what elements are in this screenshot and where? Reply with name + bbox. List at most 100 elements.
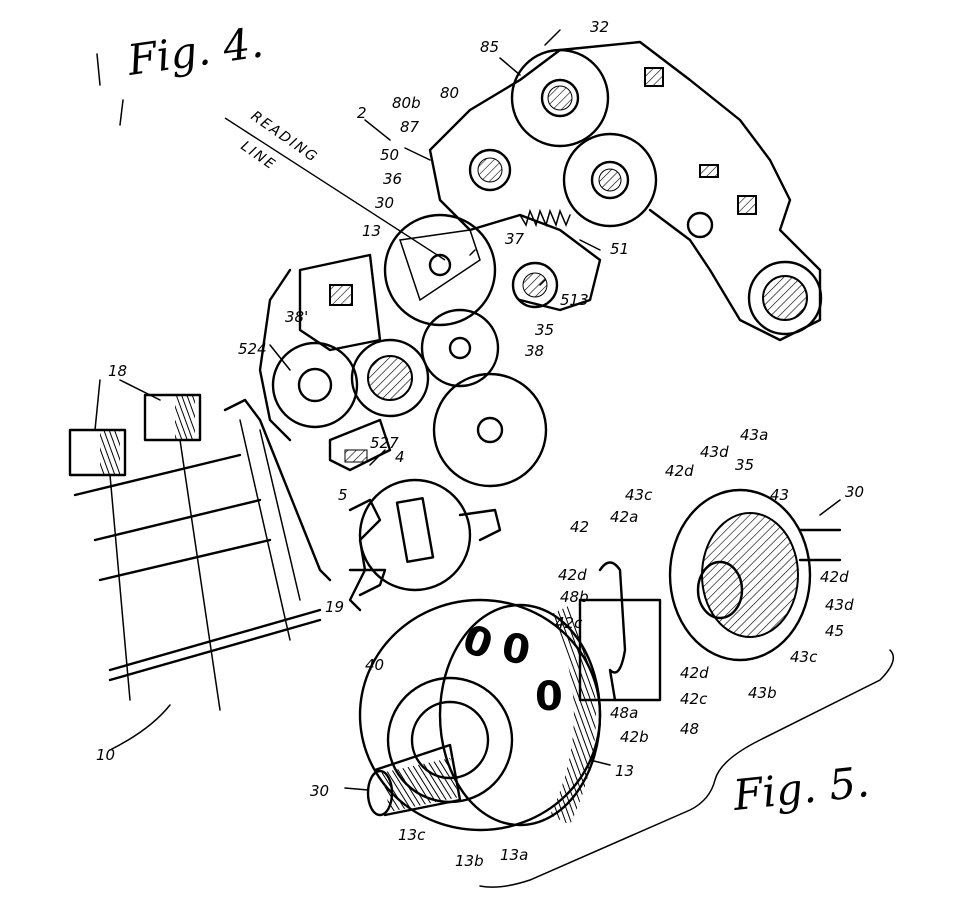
label-48: 48	[680, 720, 699, 738]
label-35b: 35	[735, 456, 754, 474]
label-30c: 30	[310, 782, 329, 800]
arm-end-knurl	[747, 260, 823, 336]
label-35a: 35	[535, 321, 554, 339]
label-524: 524	[238, 340, 267, 358]
pawl-19	[348, 568, 387, 597]
frame-plate	[428, 48, 602, 312]
label-50: 50	[380, 146, 399, 164]
dial-digit-2: 0	[498, 625, 533, 675]
label-19: 19	[325, 598, 344, 616]
label-43b: 43b	[748, 684, 777, 702]
label-42d-1: 42d	[558, 566, 587, 584]
label-43d-2: 43d	[825, 596, 854, 614]
dial-digit-1: 0	[457, 616, 499, 669]
label-42d-4: 42d	[680, 664, 709, 682]
disc-4-key	[395, 496, 435, 564]
label-32: 32	[590, 18, 609, 36]
lever-arm	[558, 40, 822, 342]
housing-wall	[258, 268, 292, 442]
label-43: 43	[770, 486, 789, 504]
label-513: 513	[560, 291, 589, 309]
shaft-30	[366, 743, 462, 817]
label-51: 51	[610, 240, 629, 258]
gear-32	[510, 48, 610, 148]
label-13-mid: 13	[615, 762, 634, 780]
gear-524	[271, 341, 359, 429]
label-48a: 48a	[610, 704, 638, 722]
disc-4	[358, 478, 472, 592]
label-42d-2: 42d	[665, 462, 694, 480]
label-43c-1: 43c	[625, 486, 653, 504]
label-37: 37	[505, 230, 525, 248]
fig4-title: Fig. 4.	[124, 17, 267, 85]
label-527: 527	[370, 434, 399, 452]
arm-slot-3	[699, 164, 719, 178]
arm-slot-1	[644, 67, 664, 87]
gear-527	[350, 338, 430, 418]
channel-housing	[298, 253, 382, 352]
arm-end-hub	[762, 275, 808, 321]
label-4: 4	[395, 448, 405, 466]
label-87: 87	[400, 118, 420, 136]
label-80: 80	[440, 84, 459, 102]
gear-513-core	[522, 272, 548, 298]
arm-pivot	[686, 211, 714, 239]
label-13-top: 13	[362, 222, 381, 240]
dial-digit-3: 0	[535, 674, 563, 720]
pawl-right	[458, 508, 502, 542]
dial-drum-knurl	[550, 605, 596, 825]
gear-upper-right	[562, 132, 658, 228]
label-42: 42	[570, 518, 589, 536]
label-13b: 13b	[455, 852, 484, 870]
label-42a: 42a	[610, 508, 638, 526]
part-43	[668, 488, 842, 662]
gear-lower	[432, 372, 548, 488]
bushing-left-core	[477, 157, 503, 183]
gear-513	[511, 261, 559, 309]
reference-labels: 32 85 2 80 80b 87 50 36 30 13 37 51 513 …	[96, 18, 864, 870]
pawl-5	[348, 498, 382, 612]
label-42d-3: 42d	[820, 568, 849, 586]
label-13a: 13a	[500, 846, 528, 864]
spring-42	[598, 561, 627, 702]
label-13c: 13c	[398, 826, 426, 844]
label-43d-1: 43d	[700, 443, 729, 461]
cam-lever-36	[399, 229, 481, 302]
label-43a: 43a	[740, 426, 768, 444]
dial-13-cam	[383, 213, 497, 327]
label-80b: 80b	[392, 94, 421, 112]
arm-slot-2	[737, 195, 757, 215]
label-18: 18	[108, 362, 127, 380]
label-45: 45	[825, 622, 844, 640]
bushing-left	[468, 148, 512, 192]
label-42b: 42b	[620, 728, 649, 746]
label-30b: 30	[845, 483, 864, 501]
housing-slot	[329, 284, 353, 306]
label-85: 85	[480, 38, 499, 56]
assembly-10	[68, 393, 332, 711]
label-36: 36	[383, 170, 402, 188]
dial-drum-face	[438, 603, 602, 827]
gear-38	[420, 308, 500, 388]
fig5-brace	[479, 649, 895, 888]
reading-line	[224, 117, 446, 261]
label-42c-2: 42c	[680, 690, 708, 708]
label-48b: 48b	[560, 588, 589, 606]
reading-line-label-2: LINE	[238, 138, 279, 174]
label-2: 2	[357, 104, 367, 122]
label-43c-2: 43c	[790, 648, 818, 666]
label-10: 10	[96, 746, 115, 764]
leader-lines	[94, 29, 841, 791]
shaft-30-right	[798, 528, 842, 562]
fig5-title: Fig. 5.	[730, 757, 872, 820]
label-40: 40	[365, 656, 384, 674]
cam-hub	[428, 253, 452, 277]
label-38p: 38'	[285, 308, 308, 326]
spring-37	[519, 208, 571, 228]
bracket-lower	[328, 418, 392, 472]
label-38: 38	[525, 342, 544, 360]
bracket-slot	[344, 449, 368, 463]
label-5: 5	[338, 486, 348, 504]
